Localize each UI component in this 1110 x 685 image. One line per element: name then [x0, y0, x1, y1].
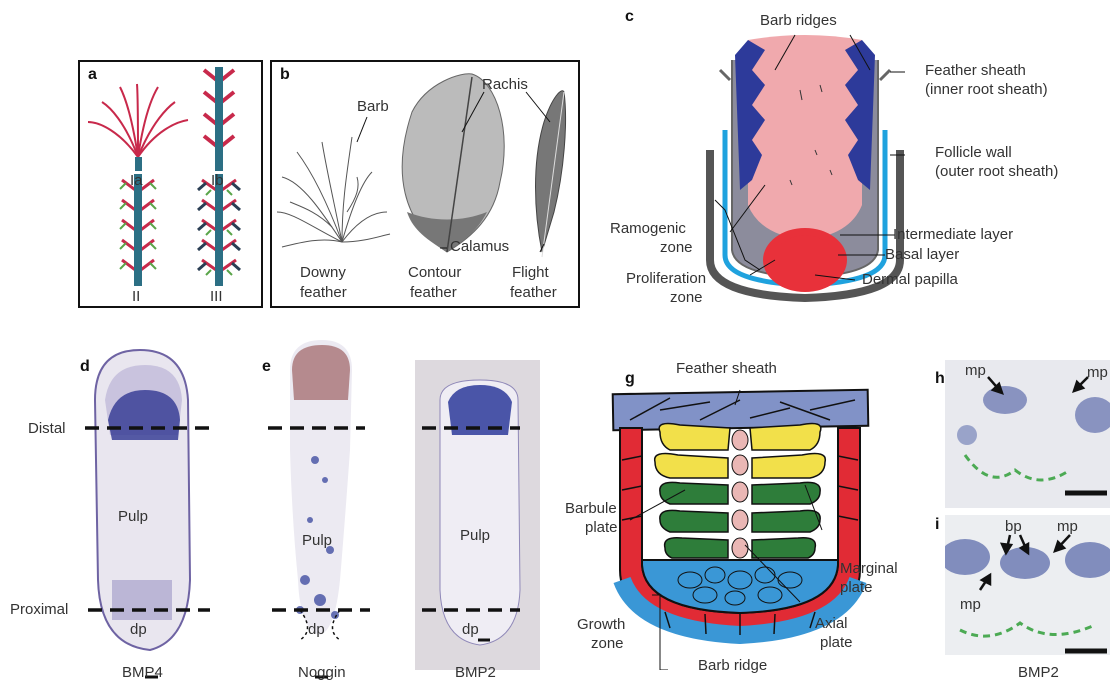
- feather-iii-illustration: [198, 174, 240, 286]
- label-follicle-wall-2: (outer root sheath): [935, 163, 1058, 180]
- feather-ia-illustration: [88, 84, 188, 157]
- label-bmp2-hi: BMP2: [1018, 664, 1059, 681]
- label-barbule-2: plate: [585, 519, 618, 536]
- label-follicle-wall-1: Follicle wall: [935, 144, 1012, 161]
- feather-ib-illustration: [204, 67, 234, 171]
- label-pulp-f: Pulp: [460, 527, 490, 544]
- label-ib: Ib: [211, 172, 224, 189]
- label-barbule-1: Barbule: [565, 500, 617, 517]
- label-axial-2: plate: [820, 634, 853, 651]
- panel-c-leaders: [600, 0, 1110, 310]
- label-proximal: Proximal: [10, 601, 68, 618]
- label-growth-1: Growth: [577, 616, 625, 633]
- label-distal: Distal: [28, 420, 66, 437]
- label-flight-2: feather: [510, 284, 557, 301]
- label-feather-sheath-1: Feather sheath: [925, 62, 1026, 79]
- label-rachis: Rachis: [482, 76, 528, 93]
- label-downy-1: Downy: [300, 264, 346, 281]
- label-contour-1: Contour: [408, 264, 461, 281]
- feather-ii-illustration: [120, 174, 156, 286]
- panel-h-letter: h: [935, 370, 945, 388]
- panel-b: b: [270, 60, 580, 308]
- label-marginal-2: plate: [840, 579, 873, 596]
- label-mp-i-2: mp: [960, 596, 981, 613]
- label-basal-layer: Basal layer: [885, 246, 959, 263]
- contour-feather-image: [402, 74, 504, 252]
- label-barb-ridge-g: Barb ridge: [698, 657, 767, 674]
- label-ii: II: [132, 288, 140, 305]
- label-feather-sheath-g: Feather sheath: [676, 360, 777, 377]
- label-axial-1: Axial: [815, 615, 848, 632]
- label-dermal-papilla: Dermal papilla: [862, 271, 958, 288]
- label-mp-h-1: mp: [965, 362, 986, 379]
- label-marginal-1: Marginal: [840, 560, 898, 577]
- label-calamus: Calamus: [450, 238, 509, 255]
- label-intermediate-layer: Intermediate layer: [893, 226, 1013, 243]
- label-ramogenic-2: zone: [660, 239, 693, 256]
- label-pulp-e: Pulp: [302, 532, 332, 549]
- label-downy-2: feather: [300, 284, 347, 301]
- label-barb-ridges: Barb ridges: [760, 12, 837, 29]
- label-mp-i-1: mp: [1057, 518, 1078, 535]
- label-dp-d: dp: [130, 621, 147, 638]
- label-bmp4: BMP4: [122, 664, 163, 681]
- label-noggin: Noggin: [298, 664, 346, 681]
- label-bp-i: bp: [1005, 518, 1022, 535]
- label-ramogenic-1: Ramogenic: [610, 220, 686, 237]
- label-dp-f: dp: [462, 621, 479, 638]
- noggin-follicle-image: [290, 340, 352, 635]
- downy-feather-image: [277, 137, 390, 247]
- panel-i-letter: i: [935, 516, 939, 534]
- label-mp-h-2: mp: [1087, 364, 1108, 381]
- label-ia: Ia: [130, 172, 143, 189]
- label-proliferation-1: Proliferation: [626, 270, 706, 287]
- label-proliferation-2: zone: [670, 289, 703, 306]
- label-flight-1: Flight: [512, 264, 549, 281]
- label-contour-2: feather: [410, 284, 457, 301]
- label-barb: Barb: [357, 98, 389, 115]
- label-dp-e: dp: [308, 621, 325, 638]
- flight-feather-image: [536, 91, 566, 257]
- label-iii: III: [210, 288, 223, 305]
- bmp4-follicle-image: [95, 350, 190, 650]
- label-growth-2: zone: [591, 635, 624, 652]
- label-pulp-d: Pulp: [118, 508, 148, 525]
- label-bmp2-f: BMP2: [455, 664, 496, 681]
- label-feather-sheath-2: (inner root sheath): [925, 81, 1048, 98]
- feather-types-diagram: [80, 62, 265, 310]
- panel-a: a: [78, 60, 263, 308]
